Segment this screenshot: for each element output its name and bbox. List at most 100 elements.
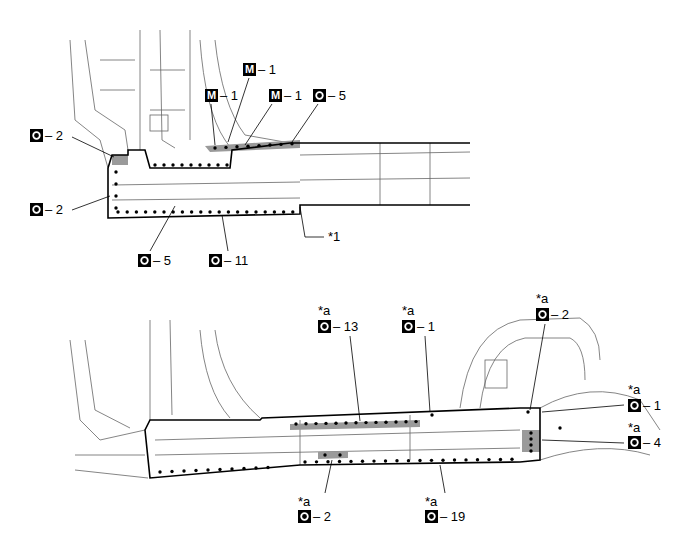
- weld-dot: [114, 206, 117, 209]
- symbol-ring: [141, 257, 148, 264]
- note-mark: *a: [402, 304, 414, 317]
- weld-dot: [349, 460, 352, 463]
- weld-dot: [153, 210, 156, 213]
- weld-dot: [242, 467, 245, 470]
- weld-dot: [182, 469, 185, 472]
- leader-line: [245, 104, 272, 145]
- weld-dot: [326, 460, 329, 463]
- weld-dot: [384, 459, 387, 462]
- weld-dot: [144, 210, 147, 213]
- weld-dot: [395, 459, 398, 462]
- spot-weld-symbol: [628, 399, 641, 412]
- weld-dot: [374, 421, 377, 424]
- leader-line: [325, 460, 332, 493]
- weld-dot: [194, 469, 197, 472]
- leader-line: [440, 465, 445, 493]
- weld-dot: [291, 210, 294, 213]
- hatched-area: [112, 140, 540, 459]
- callout-number: – 4: [643, 436, 661, 449]
- weld-dot: [273, 210, 276, 213]
- weld-dot: [171, 163, 174, 166]
- weld-dot: [170, 470, 173, 473]
- weld-type-symbol: M: [205, 89, 218, 102]
- spot-weld-symbol: [30, 129, 43, 142]
- callout-number: – 1: [220, 89, 238, 102]
- weld-dot: [236, 210, 239, 213]
- weld-dot: [304, 422, 307, 425]
- weld-dot: [225, 163, 228, 166]
- symbol-square: [30, 203, 43, 216]
- weld-dot: [254, 466, 257, 469]
- leader-line: [425, 336, 430, 412]
- symbol-square: [298, 510, 311, 523]
- symbol-ring: [33, 132, 40, 139]
- weld-dot: [257, 144, 260, 147]
- weld-dot: [394, 420, 397, 423]
- symbol-square: [138, 254, 151, 267]
- weld-dot: [246, 145, 249, 148]
- weld-dot: [181, 210, 184, 213]
- weld-dot: [208, 210, 211, 213]
- weld-dot: [294, 422, 297, 425]
- weld-dot: [180, 163, 183, 166]
- symbol-ring: [631, 439, 638, 446]
- weld-dot: [315, 460, 318, 463]
- weld-dot: [476, 458, 479, 461]
- weld-dot: [338, 460, 341, 463]
- weld-dot: [218, 468, 221, 471]
- note-mark: *1: [328, 230, 340, 243]
- spot-weld-symbol: [425, 510, 438, 523]
- weld-dot: [206, 468, 209, 471]
- leader-line: [300, 207, 324, 237]
- spot-weld-symbol: [628, 436, 641, 449]
- symbol-ring: [405, 323, 412, 330]
- callout-number: – 1: [284, 89, 302, 102]
- weld-dot: [235, 145, 238, 148]
- symbol-ring: [212, 257, 219, 264]
- note-mark: *a: [425, 495, 437, 508]
- weld-dot: [404, 420, 407, 423]
- weld-points: [114, 142, 561, 474]
- weld-type-symbol: M: [269, 89, 282, 102]
- symbol-ring: [631, 402, 638, 409]
- symbol-square: [318, 320, 331, 333]
- weld-dot: [314, 422, 317, 425]
- symbol-square: [628, 399, 641, 412]
- weld-dot: [126, 210, 129, 213]
- weld-dot: [135, 210, 138, 213]
- weld-dot: [529, 443, 532, 446]
- body-structure: [70, 30, 660, 478]
- weld-dot: [189, 163, 192, 166]
- weld-dot: [487, 458, 490, 461]
- note-mark: *a: [628, 421, 640, 434]
- weld-dot: [282, 210, 285, 213]
- weld-dot: [264, 210, 267, 213]
- callout-number: – 2: [45, 203, 63, 216]
- weld-dot: [162, 163, 165, 166]
- symbol-ring: [316, 92, 323, 99]
- spot-weld-symbol: [138, 254, 151, 267]
- symbol-ring: [539, 311, 546, 318]
- weld-dot: [372, 459, 375, 462]
- weld-dot: [418, 459, 421, 462]
- weld-type-symbol: M: [243, 63, 256, 76]
- spot-weld-symbol: [536, 308, 549, 321]
- leader-line: [530, 324, 545, 410]
- weld-dot: [364, 421, 367, 424]
- weld-dot: [207, 163, 210, 166]
- leader-line: [150, 206, 175, 251]
- weld-dot: [334, 422, 337, 425]
- weld-dot: [266, 466, 269, 469]
- weld-dot: [430, 459, 433, 462]
- weld-dot: [338, 453, 341, 456]
- weld-dot: [158, 470, 161, 473]
- weld-dot: [499, 458, 502, 461]
- leader-line: [542, 440, 624, 443]
- symbol-square: [30, 129, 43, 142]
- callout-number: – 1: [417, 320, 435, 333]
- spot-weld-symbol: [313, 89, 326, 102]
- weld-dot: [114, 194, 117, 197]
- leader-line: [211, 104, 215, 145]
- weld-dot: [529, 449, 532, 452]
- callout-number: – 2: [45, 129, 63, 142]
